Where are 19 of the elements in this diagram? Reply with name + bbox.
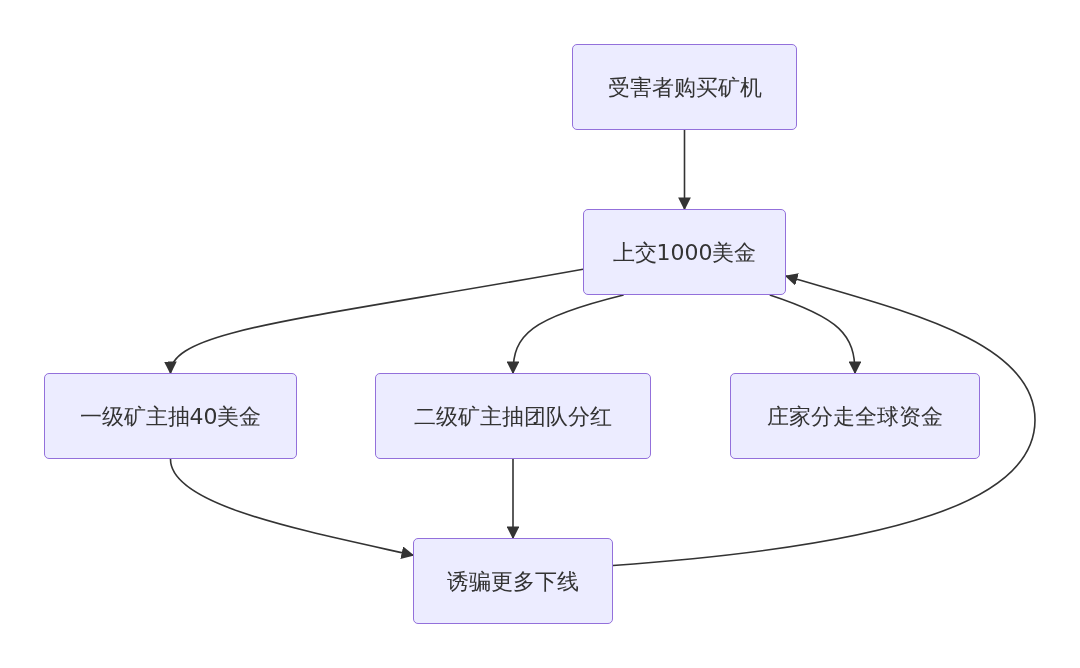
arrow bbox=[768, 294, 861, 375]
arrow bbox=[612, 273, 1036, 567]
process-box bbox=[375, 373, 651, 459]
node-label: 庄家分走全球资金 bbox=[767, 402, 943, 431]
process-box bbox=[583, 209, 786, 295]
process-box bbox=[730, 373, 980, 459]
process-box bbox=[44, 373, 297, 459]
node-label: 上交1000美金 bbox=[612, 238, 757, 267]
arrow bbox=[678, 129, 691, 211]
node-label: 受害者购买矿机 bbox=[607, 73, 762, 102]
arrow bbox=[507, 294, 625, 375]
arrow bbox=[506, 458, 520, 540]
node-label: 二级矿主抽团队分红 bbox=[414, 402, 612, 431]
node-label: 一级矿主抽40美金 bbox=[79, 402, 262, 431]
process-box bbox=[413, 538, 613, 624]
arrow bbox=[169, 458, 415, 559]
process-box bbox=[572, 44, 797, 130]
node-label: 诱骗更多下线 bbox=[447, 567, 579, 596]
arrow bbox=[167, 268, 584, 375]
